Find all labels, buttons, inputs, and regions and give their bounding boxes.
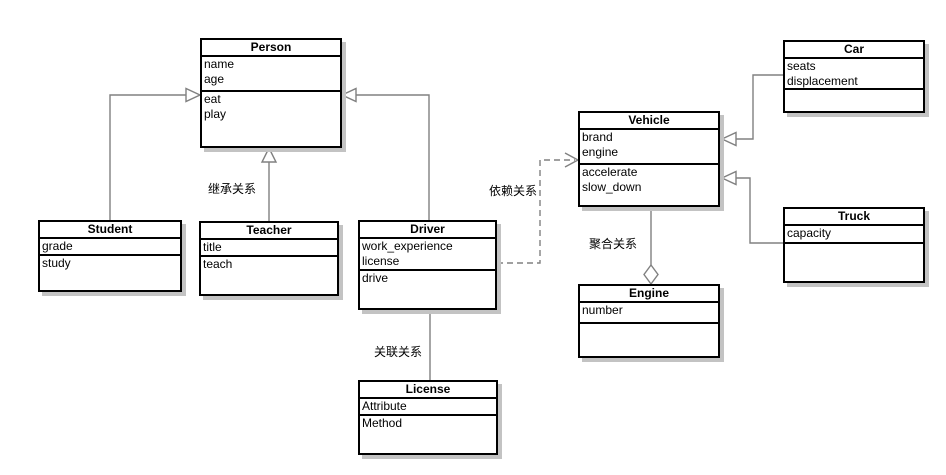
inheritance-relationship-label: 继承关系 (208, 182, 257, 196)
class-title: Teacher (201, 223, 337, 240)
attribute: age (204, 72, 225, 86)
hollow-triangle-icon (185, 87, 202, 103)
attribute: title (203, 240, 222, 254)
attribute: grade (42, 239, 73, 253)
attribute: Attribute (362, 399, 407, 413)
dependency-relationship-label: 依赖关系 (489, 184, 538, 198)
attribute: engine (582, 145, 619, 159)
method: Method (362, 416, 403, 430)
class-title: License (360, 382, 496, 399)
hollow-triangle-icon (340, 87, 357, 103)
edge-student-person (109, 94, 186, 220)
method: teach (203, 257, 233, 271)
association-relationship-label: 关联关系 (374, 345, 423, 359)
class-engine[interactable]: Engine number (578, 284, 720, 358)
method: accelerate (582, 165, 638, 179)
edge-driver-person (356, 94, 430, 220)
class-student[interactable]: Student grade study (38, 220, 182, 292)
attribute: work_experience (362, 239, 453, 253)
method: play (204, 107, 227, 121)
class-title: Truck (785, 209, 923, 226)
method: drive (362, 271, 389, 285)
class-title: Driver (360, 222, 495, 239)
hollow-triangle-icon (260, 146, 278, 163)
edge-car-vehicle (736, 74, 783, 140)
class-vehicle[interactable]: Vehicle brand engine accelerate slow_dow… (578, 111, 720, 207)
edge-driver-vehicle (497, 159, 575, 264)
class-license[interactable]: License Attribute Method (358, 380, 498, 455)
attribute: name (204, 57, 235, 71)
attribute: brand (582, 130, 613, 144)
class-title: Engine (580, 286, 718, 303)
attribute: displacement (787, 74, 858, 88)
class-title: Student (40, 222, 180, 239)
method: eat (204, 92, 221, 106)
class-teacher[interactable]: Teacher title teach (199, 221, 339, 296)
class-car[interactable]: Car seats displacement (783, 40, 925, 113)
method: study (42, 256, 71, 270)
class-title: Vehicle (580, 113, 718, 130)
hollow-triangle-icon (720, 170, 737, 186)
aggregation-relationship-label: 聚合关系 (589, 237, 638, 251)
attribute: number (582, 303, 623, 317)
attribute: license (362, 254, 400, 268)
class-title: Person (202, 40, 340, 57)
hollow-triangle-icon (720, 131, 737, 147)
hollow-diamond-icon (643, 263, 659, 286)
open-arrow-icon (564, 152, 580, 168)
edge-truck-vehicle (736, 177, 783, 244)
attribute: capacity (787, 226, 832, 240)
attribute: seats (787, 59, 816, 73)
method: slow_down (582, 180, 642, 194)
class-person[interactable]: Person name age eat play (200, 38, 342, 148)
class-driver[interactable]: Driver work_experience license drive (358, 220, 497, 310)
class-title: Car (785, 42, 923, 59)
class-truck[interactable]: Truck capacity (783, 207, 925, 283)
